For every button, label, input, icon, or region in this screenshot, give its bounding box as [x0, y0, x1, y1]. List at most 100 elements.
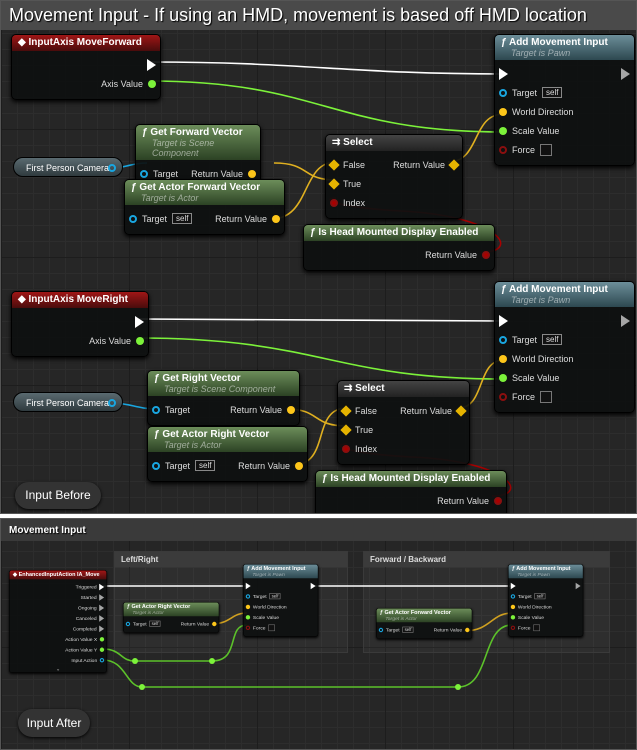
bool-pin-icon[interactable]	[245, 625, 251, 630]
exec-pin-icon[interactable]	[99, 625, 105, 632]
node-header[interactable]: ⇉ Select	[338, 381, 469, 397]
float-pin-icon[interactable]	[99, 636, 105, 642]
wild-pin-icon[interactable]	[340, 404, 352, 417]
exec-pin-icon[interactable]	[99, 614, 105, 622]
output-pin-return-value[interactable]: Return Value	[400, 401, 467, 420]
input-pin-target[interactable]: Target	[152, 400, 190, 419]
object-pin-icon[interactable]	[125, 621, 131, 626]
wild-pin-icon[interactable]	[448, 158, 460, 171]
output-pin-return-value[interactable]: Return Value	[434, 625, 470, 635]
pin-default-value[interactable]: self	[172, 213, 193, 224]
graph-panel-after[interactable]: Movement Input Left/Right Forward / Back…	[0, 518, 637, 750]
input-pin-world-direction[interactable]: World Direction	[245, 601, 287, 611]
input-pin-world-direction[interactable]: World Direction	[499, 349, 573, 368]
node-header[interactable]: ƒ Is Head Mounted Display Enabled	[316, 471, 506, 487]
input-pin-index[interactable]: Index	[342, 439, 377, 458]
input-pin-force[interactable]: Force	[510, 622, 552, 632]
float-pin-icon[interactable]	[148, 79, 156, 88]
bool-pin-icon[interactable]	[342, 444, 350, 453]
exec-pin-icon[interactable]	[499, 67, 508, 80]
node-header[interactable]: ◆ EnhancedInputAction IA_Move	[9, 570, 107, 580]
output-pin-exec[interactable]	[147, 55, 156, 74]
exec-pin-icon[interactable]	[499, 314, 508, 327]
input-pin-true[interactable]: True	[328, 174, 365, 193]
vector-pin-icon[interactable]	[510, 604, 516, 609]
bool-pin-icon[interactable]	[499, 392, 507, 401]
output-pin-return-value[interactable]: Return Value	[425, 245, 490, 264]
object-pin-icon[interactable]	[140, 169, 148, 178]
output-pin-exec[interactable]	[575, 581, 581, 591]
input-pin-scale-value[interactable]: Scale Value	[245, 612, 287, 622]
wild-pin-icon[interactable]	[328, 177, 340, 190]
output-pin-exec[interactable]	[621, 311, 630, 330]
input-pin-scale-value[interactable]: Scale Value	[499, 368, 573, 387]
bool-pin-icon[interactable]	[499, 145, 507, 154]
exec-pin-icon[interactable]	[621, 314, 630, 327]
exec-pin-icon[interactable]	[99, 604, 105, 611]
exec-pin-icon[interactable]	[510, 582, 516, 590]
output-pin-exec[interactable]	[135, 312, 144, 331]
output-pin-input-action[interactable]: Input Action	[71, 655, 105, 665]
bool-pin-icon[interactable]	[482, 250, 490, 259]
float-pin-icon[interactable]	[510, 614, 516, 620]
input-pin-world-direction[interactable]: World Direction	[510, 601, 552, 611]
vector-pin-icon[interactable]	[272, 214, 280, 223]
graph-panel-before[interactable]: Movement Input - If using an HMD, moveme…	[0, 0, 637, 514]
input-pin-false[interactable]: False	[340, 401, 377, 420]
vector-pin-icon[interactable]	[287, 405, 295, 414]
exec-pin-icon[interactable]	[310, 582, 316, 590]
exec-pin-icon[interactable]	[135, 315, 144, 328]
output-pin-return-value[interactable]: Return Value	[393, 155, 460, 174]
force-checkbox[interactable]	[540, 390, 553, 403]
object-pin-icon[interactable]	[499, 335, 507, 344]
input-pin-true[interactable]: True	[340, 420, 377, 439]
variable-first-person-camera[interactable]: First Person Camera	[13, 392, 123, 412]
float-pin-icon[interactable]	[245, 614, 251, 620]
output-pin-return-value[interactable]: Return Value	[181, 619, 217, 629]
object-pin-icon[interactable]	[152, 405, 160, 414]
output-pin-completed[interactable]: Completed	[73, 623, 105, 633]
output-pin-exec[interactable]	[310, 581, 316, 591]
force-checkbox[interactable]	[268, 624, 275, 631]
pin-default-value[interactable]: self	[269, 593, 281, 600]
vector-pin-icon[interactable]	[211, 621, 217, 626]
input-pin-force[interactable]: Force	[499, 140, 573, 159]
exec-pin-icon[interactable]	[99, 593, 105, 601]
input-pin-exec[interactable]	[499, 64, 573, 83]
object-pin-icon[interactable]	[108, 399, 116, 407]
exec-pin-icon[interactable]	[147, 58, 156, 71]
pin-default-value[interactable]: self	[542, 334, 563, 345]
object-pin-icon[interactable]	[152, 461, 160, 470]
pin-default-value[interactable]: self	[534, 593, 546, 600]
output-pin-axis-value[interactable]: Axis Value	[89, 331, 144, 350]
input-pin-force[interactable]: Force	[245, 622, 287, 632]
object-pin-icon[interactable]	[378, 627, 384, 632]
bool-pin-icon[interactable]	[494, 496, 502, 505]
vector-pin-icon[interactable]	[499, 107, 507, 116]
output-pin-return-value[interactable]: Return Value	[230, 400, 295, 419]
wild-pin-icon[interactable]	[455, 404, 467, 417]
exec-pin-icon[interactable]	[621, 67, 630, 80]
